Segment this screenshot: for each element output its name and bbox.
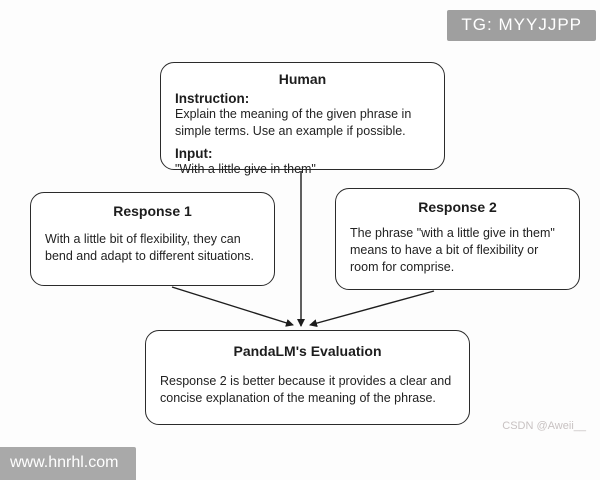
response2-title: Response 2	[418, 199, 497, 215]
response1-title: Response 1	[113, 203, 192, 219]
response1-body: With a little bit of flexibility, they c…	[45, 232, 254, 263]
arrow-response1-to-eval	[171, 286, 294, 327]
arrow-response2-to-eval	[309, 290, 435, 328]
response2-body: The phrase "with a little give in them" …	[350, 226, 555, 274]
human-title: Human	[278, 71, 327, 87]
evaluation-body: Response 2 is better because it provides…	[160, 374, 452, 405]
human-node: Human Instruction: Explain the meaning o…	[160, 62, 445, 176]
site-watermark-bar: www.hnrhl.com	[0, 447, 137, 480]
response2-node: Response 2 The phrase "with a little giv…	[335, 188, 580, 290]
evaluation-node: PandaLM's Evaluation Response 2 is bette…	[145, 330, 470, 425]
input-text: "With a little give in them"	[175, 161, 316, 176]
instruction-label: Instruction:	[175, 91, 250, 106]
input-label: Input:	[175, 145, 213, 161]
tg-watermark-badge: TG: MYYJJPP	[447, 10, 596, 41]
instruction-text: Explain the meaning of the given phrase …	[175, 107, 412, 138]
csdn-watermark: CSDN @Aweii__	[502, 420, 586, 432]
evaluation-title: PandaLM's Evaluation	[233, 343, 382, 359]
response1-node: Response 1 With a little bit of flexibil…	[30, 192, 275, 286]
